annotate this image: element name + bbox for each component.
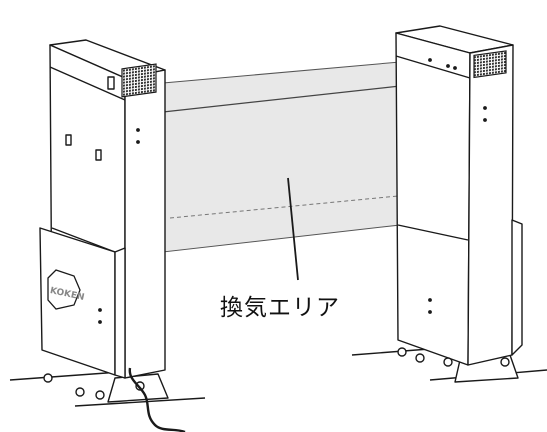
right-unit-front	[467, 44, 514, 366]
power-cable	[128, 367, 186, 432]
left-unit-grille	[121, 63, 157, 98]
koken-logo: KOKEN	[47, 269, 85, 310]
ventilation-area-label: 換気エリア	[220, 295, 340, 321]
callout-leader-line	[287, 177, 299, 281]
right-unit-side	[395, 32, 471, 366]
left-unit-front	[124, 69, 166, 379]
right-unit-grille	[473, 50, 507, 79]
right-ventilation-unit	[351, 25, 547, 383]
